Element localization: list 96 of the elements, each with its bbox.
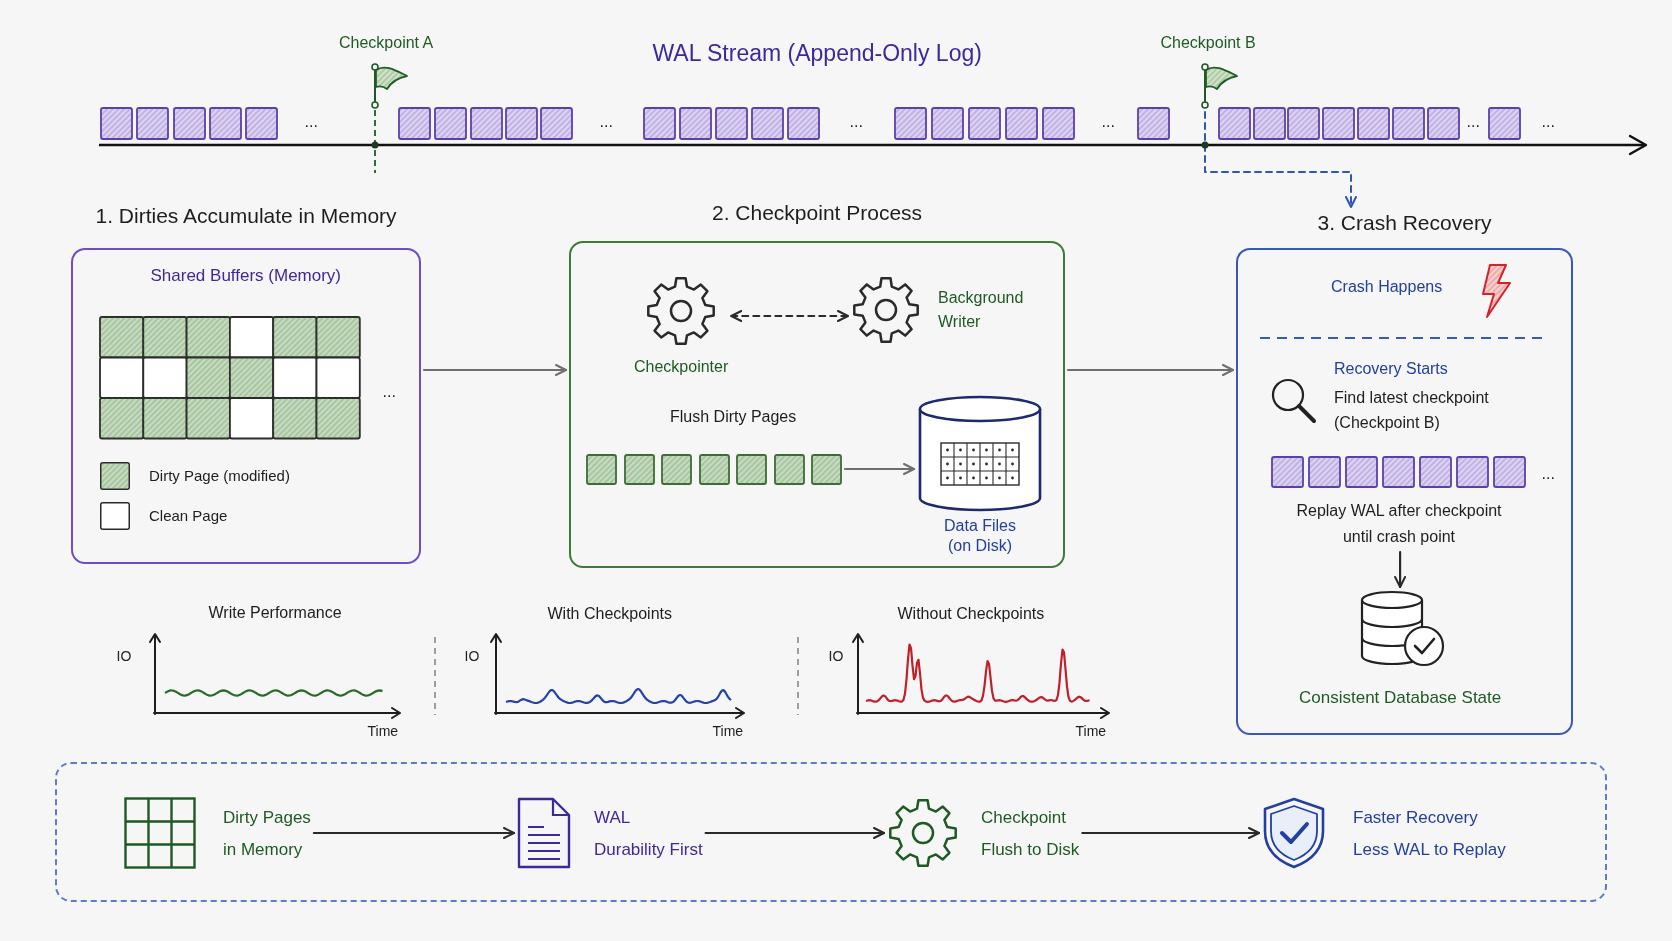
step-label: Replay WAL after checkpoint until crash point [1295,501,1503,547]
log-record [679,107,712,140]
log-record [245,107,278,140]
axis-label: IO [116,648,132,666]
log-record [931,107,964,140]
log-record [1427,107,1460,140]
log-record [505,107,538,140]
ellipsis: ... [849,112,863,132]
chart-title: With Checkpoints [547,604,672,624]
log-record [1308,456,1341,488]
legend-label: Dirty Page (modified) [149,466,290,486]
dashed-double-arrow [730,310,849,322]
chart-title: Write Performance [208,603,342,623]
flag-label: Checkpoint A [339,33,434,53]
section-heading: 1. Dirties Accumulate in Memory [95,203,397,229]
ellipsis: ... [599,112,613,132]
step-label: Flush Dirty Pages [670,407,797,427]
arrow [1081,827,1261,839]
dirty-page [623,454,655,485]
log-record [1392,107,1425,140]
log-record [1345,456,1378,488]
log-record [1042,107,1075,140]
step-subtitle: Durability First [594,838,703,860]
legend-label: Clean Page [149,506,228,526]
process-label: Checkpointer [634,357,729,377]
state-label: Consistent Database State [1299,686,1502,708]
dirty-page [586,454,617,485]
step-title: Dirty Pages [223,806,311,828]
log-record [1137,107,1170,140]
step-subtitle: in Memory [223,838,303,860]
ellipsis: ... [304,112,318,132]
log-record [1271,456,1304,488]
axis-label: Time [367,723,399,741]
log-record [894,107,927,140]
step-title: Faster Recovery [1353,806,1478,828]
process-label: Background Writer [938,288,1025,332]
axis-label: IO [828,648,844,666]
arrow [1394,551,1407,589]
step-title: Checkpoint [981,806,1067,828]
log-record [173,107,206,140]
dirty-page [661,454,692,485]
dirty-page [773,454,805,485]
log-record [1419,456,1452,488]
step-text: Find latest checkpoint (Checkpoint B) [1334,388,1490,433]
stream-title: WAL Stream (Append-Only Log) [652,38,982,68]
flag-label: Checkpoint B [1160,33,1256,53]
log-record [1005,107,1038,140]
dashed-panel [55,762,1607,902]
section-heading: 2. Checkpoint Process [712,200,923,226]
arrow [422,364,568,376]
log-record [1253,107,1286,140]
log-record [398,107,431,140]
dirty-page [736,454,767,485]
dirty-page [811,454,842,485]
ellipsis: ... [1541,112,1555,132]
axis-label: Time [1075,723,1107,741]
log-record [1456,456,1489,488]
log-record [136,107,169,140]
ellipsis: ... [1541,464,1555,484]
log-record [540,107,573,140]
step-heading: Recovery Starts [1334,359,1448,379]
log-record [751,107,784,140]
log-record [968,107,1001,140]
step-subtitle: Flush to Disk [981,838,1080,860]
log-record [715,107,748,140]
step-subtitle: Less WAL to Replay [1353,838,1506,860]
log-record [1287,107,1320,140]
log-record [787,107,820,140]
log-record [1357,107,1390,140]
step-title: WAL [594,806,631,828]
arrow [1066,364,1235,376]
panel-title: Shared Buffers (Memory) [150,264,342,286]
ellipsis: ... [1466,112,1480,132]
log-record [1322,107,1355,140]
axis-label: IO [464,648,480,666]
log-record [1493,456,1526,488]
status-label: Crash Happens [1331,277,1443,297]
arrow [312,827,516,839]
log-record [470,107,503,140]
arrow [704,827,886,839]
chart-title: Without Checkpoints [897,604,1045,624]
arrow [843,463,916,475]
log-record [100,107,133,140]
log-record [1218,107,1251,140]
log-record [434,107,467,140]
axis-label: Time [712,723,744,741]
ellipsis: ... [382,382,396,402]
ellipsis: ... [1101,112,1115,132]
dirty-page [698,454,730,485]
log-record [643,107,676,140]
dashed-arrow [1204,111,1357,208]
log-record [1488,107,1521,140]
log-record [1382,456,1415,488]
section-heading: 3. Crash Recovery [1317,210,1492,236]
log-record [209,107,242,140]
disk-label: Data Files (on Disk) [943,516,1017,556]
